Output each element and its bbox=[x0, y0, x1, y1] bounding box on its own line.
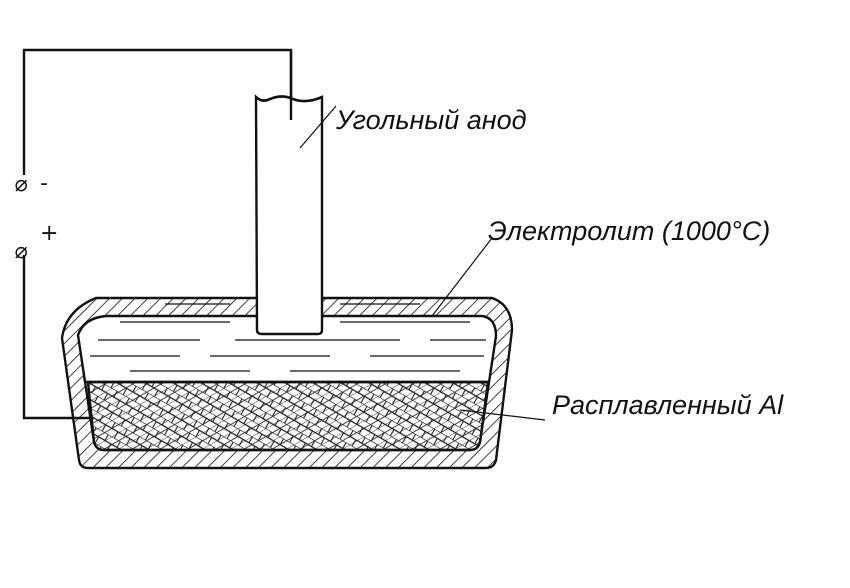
negative-terminal: ⌀ - bbox=[14, 171, 48, 197]
positive-terminal-icon: ⌀ bbox=[14, 239, 28, 264]
molten-aluminium-layer bbox=[86, 380, 490, 452]
positive-sign: + bbox=[40, 221, 58, 246]
negative-sign: - bbox=[40, 171, 48, 196]
leader-lines bbox=[299, 105, 546, 421]
molten-aluminium-label: Расплавленный Al bbox=[552, 390, 784, 420]
positive-terminal: ⌀ + bbox=[14, 221, 58, 264]
electrolyte-lines bbox=[90, 303, 486, 372]
negative-terminal-icon: ⌀ bbox=[14, 172, 28, 197]
electrolyte-label: Электролит (1000°C) bbox=[488, 216, 770, 246]
carbon-anode bbox=[254, 50, 324, 336]
anode-label: Угольный анод bbox=[335, 105, 527, 135]
